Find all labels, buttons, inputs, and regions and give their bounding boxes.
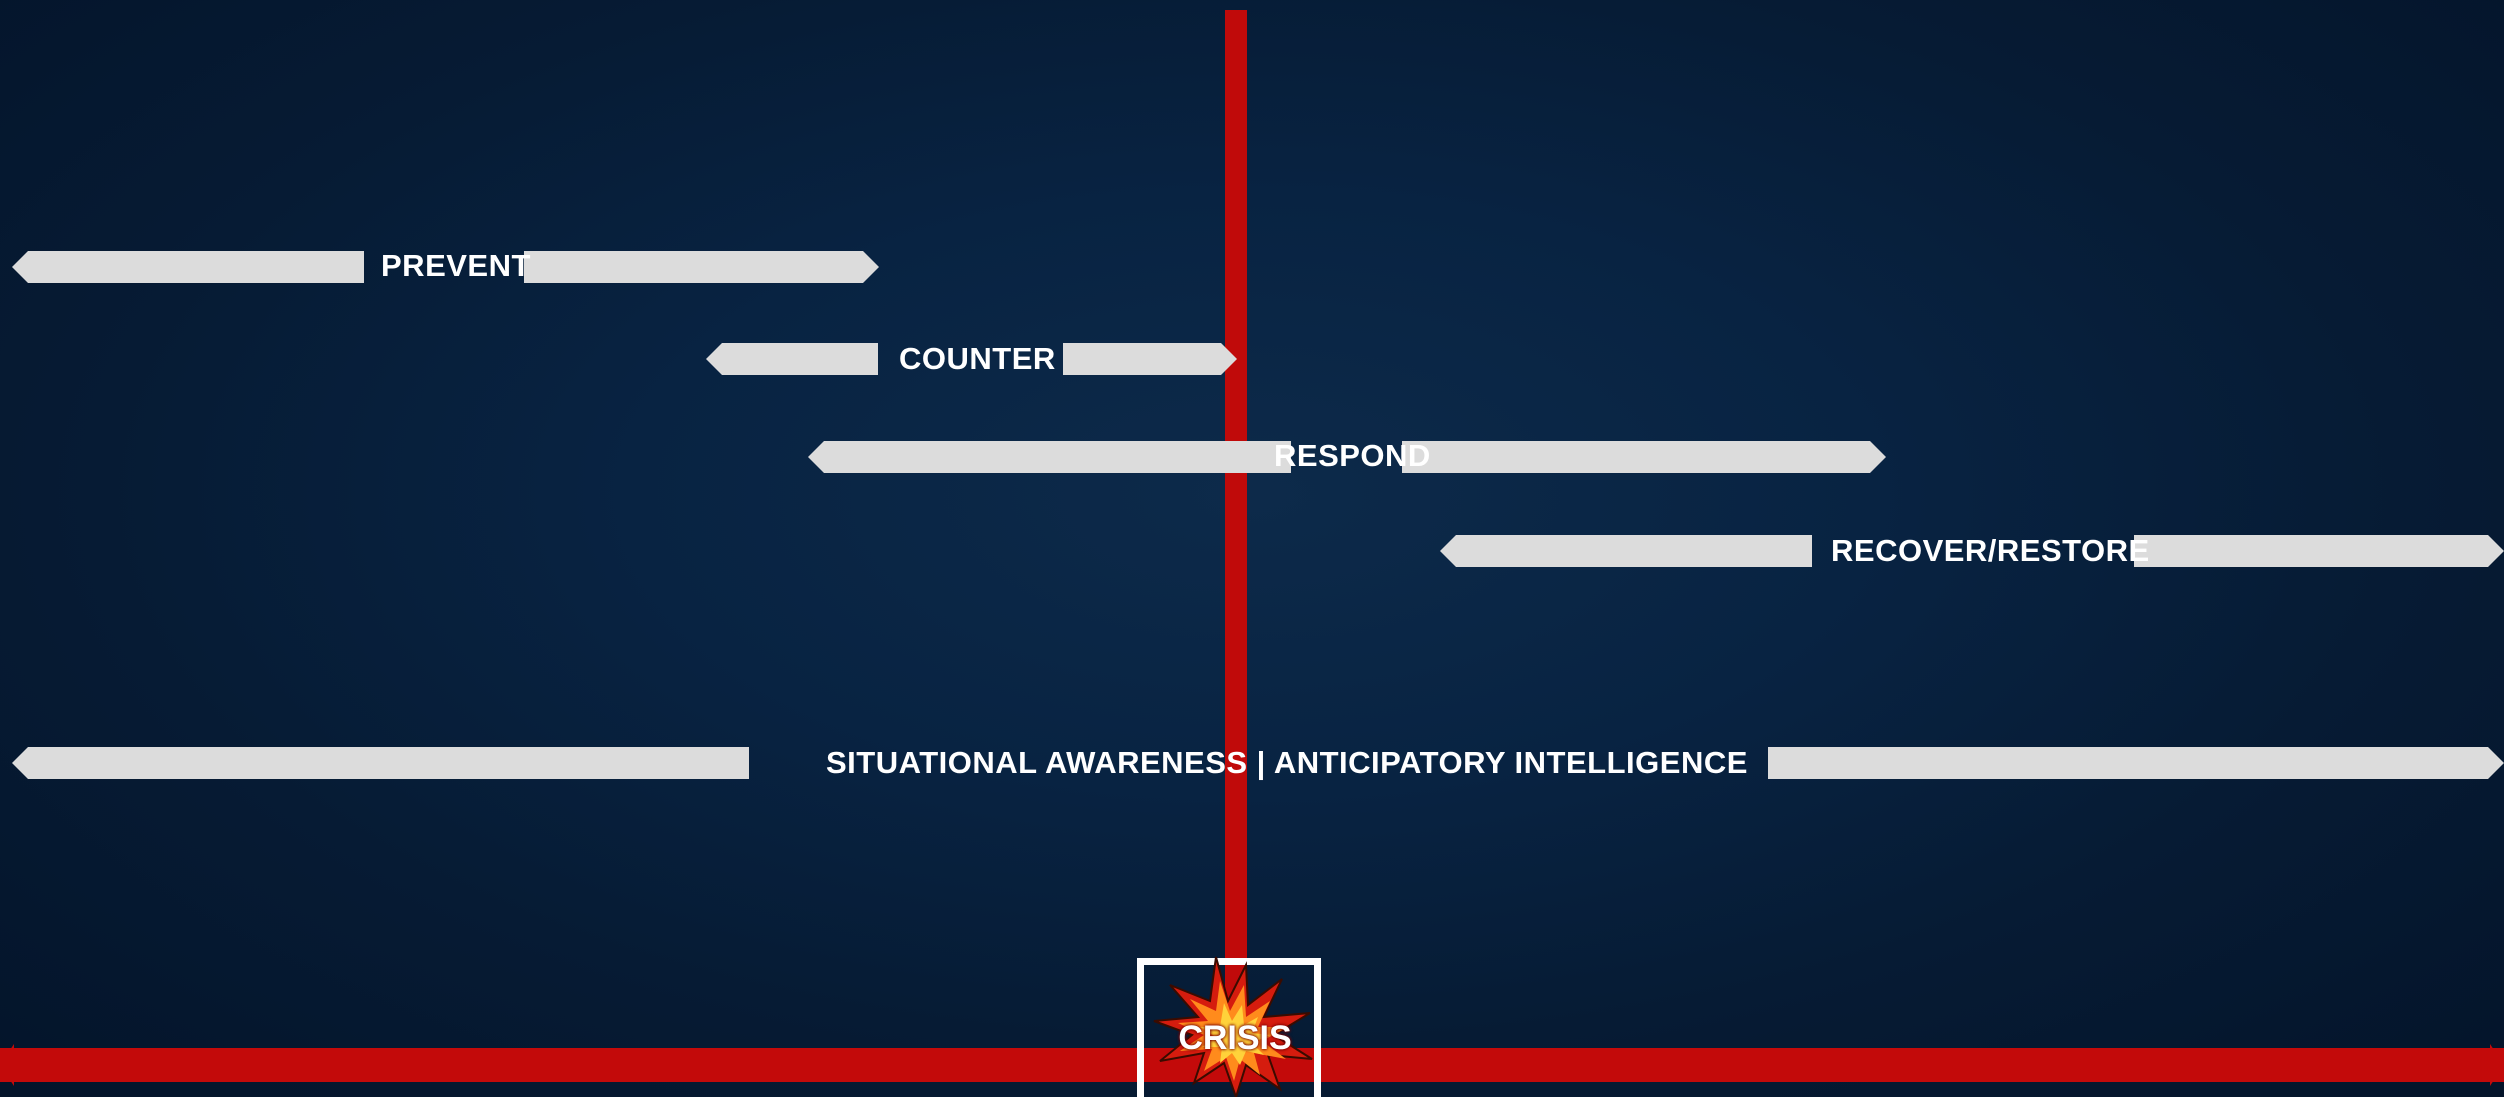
recover-restore-bar-left — [1440, 535, 1812, 567]
recover-restore-bar-right — [2134, 535, 2504, 567]
explosion-icon — [1153, 956, 1313, 1097]
awareness-label: SITUATIONAL AWARENESS | ANTICIPATORY INT… — [826, 745, 1748, 780]
prevent-label: PREVENT — [381, 248, 531, 283]
respond-label: RESPOND — [1274, 438, 1431, 473]
recover-restore-label: RECOVER/RESTORE — [1831, 533, 2150, 568]
counter-bar-left — [706, 343, 878, 375]
timeline-right-arrowhead — [2490, 1044, 2504, 1086]
prevent-bar-left — [12, 251, 364, 283]
respond-bar-left — [808, 441, 1291, 473]
crisis-frame — [1137, 958, 1321, 1097]
crisis-label: CRISIS — [1178, 1019, 1292, 1057]
awareness-bar-right — [1768, 747, 2504, 779]
counter-label: COUNTER — [899, 341, 1056, 376]
crisis-vertical-line — [1225, 10, 1247, 1050]
timeline-left-arrowhead — [0, 1044, 14, 1086]
prevent-bar-right — [524, 251, 879, 283]
awareness-bar-left — [12, 747, 749, 779]
counter-bar-right — [1063, 343, 1237, 375]
respond-bar-right — [1402, 441, 1886, 473]
